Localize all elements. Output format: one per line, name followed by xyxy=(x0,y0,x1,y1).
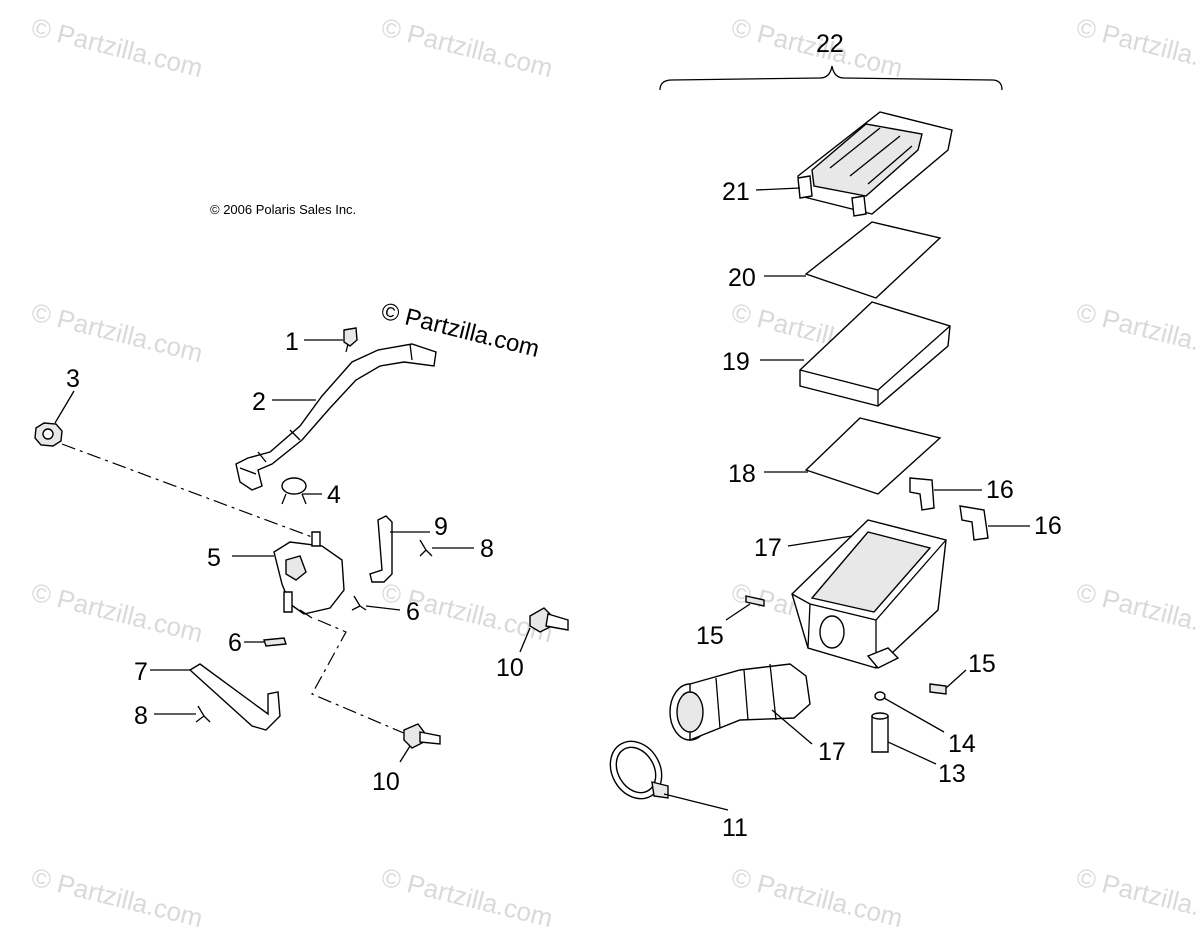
callout-21: 21 xyxy=(722,178,750,206)
callout-7: 7 xyxy=(134,658,148,686)
leader-14 xyxy=(883,697,945,733)
part-6-fitting xyxy=(263,637,287,647)
callout-2: 2 xyxy=(252,388,266,416)
leader-10a xyxy=(519,627,531,653)
leader-10b xyxy=(399,745,411,763)
copyright-notice: © 2006 Polaris Sales Inc. xyxy=(210,202,356,217)
leader-21 xyxy=(755,187,801,191)
callout-11: 11 xyxy=(722,814,748,842)
callout-18: 18 xyxy=(728,460,756,488)
watermark: © Partzilla.com xyxy=(1074,297,1200,368)
watermark-layer: © Partzilla.com © Partzilla.com © Partzi… xyxy=(29,12,1200,927)
watermark: © Partzilla.com xyxy=(1074,577,1200,648)
part-10-bolt-lower xyxy=(403,723,441,749)
part-9-small-hose xyxy=(369,515,393,583)
watermark: © Partzilla.com xyxy=(729,862,906,927)
leader-17b xyxy=(771,709,813,745)
part-3-nut xyxy=(34,422,63,447)
watermark: © Partzilla.com xyxy=(379,862,556,927)
leader-11 xyxy=(663,793,729,811)
part-13-drain-tube xyxy=(871,712,889,753)
callout-15a: 15 xyxy=(696,622,724,650)
part-2-hose xyxy=(235,343,437,491)
callout-22: 22 xyxy=(816,30,844,58)
assembly-axis-line-2 xyxy=(311,619,407,735)
callout-16a: 16 xyxy=(986,476,1014,504)
part-19-filter xyxy=(799,301,951,407)
watermark: © Partzilla.com xyxy=(29,577,206,648)
callout-17a: 17 xyxy=(754,534,782,562)
part-8-clip-lower xyxy=(195,705,211,723)
callout-16b: 16 xyxy=(1034,512,1062,540)
callout-10b: 10 xyxy=(372,768,400,796)
part-10-bolt xyxy=(529,607,569,633)
callout-3: 3 xyxy=(66,365,80,393)
watermark: © Partzilla.com xyxy=(1074,862,1200,927)
part-14-oring xyxy=(874,691,886,701)
assembly-bracket-22 xyxy=(659,65,1003,91)
watermark: © Partzilla.com xyxy=(379,12,556,83)
leader-15b xyxy=(945,669,967,689)
callout-8b: 8 xyxy=(134,702,148,730)
part-15-screw-right xyxy=(929,683,947,695)
part-16-clip-lower xyxy=(959,505,989,541)
part-16-clip xyxy=(909,477,935,511)
callout-4: 4 xyxy=(327,481,341,509)
callout-15b: 15 xyxy=(968,650,996,678)
part-17-airbox xyxy=(791,519,947,669)
callout-6b: 6 xyxy=(406,598,420,626)
part-17-intake-boot xyxy=(669,663,811,742)
callout-14: 14 xyxy=(948,730,976,758)
part-5-valve xyxy=(273,531,345,619)
part-4-clamp xyxy=(281,477,307,505)
watermark: © Partzilla.com xyxy=(1074,12,1200,83)
part-20-screen xyxy=(804,221,942,299)
callout-17b: 17 xyxy=(818,738,846,766)
callout-20: 20 xyxy=(728,264,756,292)
callout-13: 13 xyxy=(938,760,966,788)
callout-6a: 6 xyxy=(228,629,242,657)
watermark: © Partzilla.com xyxy=(29,862,206,927)
leader-17a xyxy=(787,535,853,547)
callout-9: 9 xyxy=(434,513,448,541)
part-21-cover xyxy=(797,111,953,217)
callout-10a: 10 xyxy=(496,654,524,682)
callout-5: 5 xyxy=(207,544,221,572)
watermark: © Partzilla.com xyxy=(29,297,206,368)
part-11-clamp xyxy=(609,740,669,800)
leader-3 xyxy=(54,390,75,424)
part-7-hose xyxy=(188,663,281,731)
callout-8a: 8 xyxy=(480,535,494,563)
part-18-gasket xyxy=(804,417,942,495)
part-8-clip xyxy=(419,539,433,557)
leader-13 xyxy=(887,741,937,765)
watermark: © Partzilla.com xyxy=(29,12,206,83)
leader-15a xyxy=(725,603,751,621)
callout-19: 19 xyxy=(722,348,750,376)
part-1-clip xyxy=(343,327,358,353)
part-15-screw xyxy=(745,595,765,607)
part-6-clip xyxy=(351,595,367,611)
callout-1: 1 xyxy=(285,328,299,356)
assembly-axis-line xyxy=(61,443,321,541)
leader-6b xyxy=(365,605,401,611)
